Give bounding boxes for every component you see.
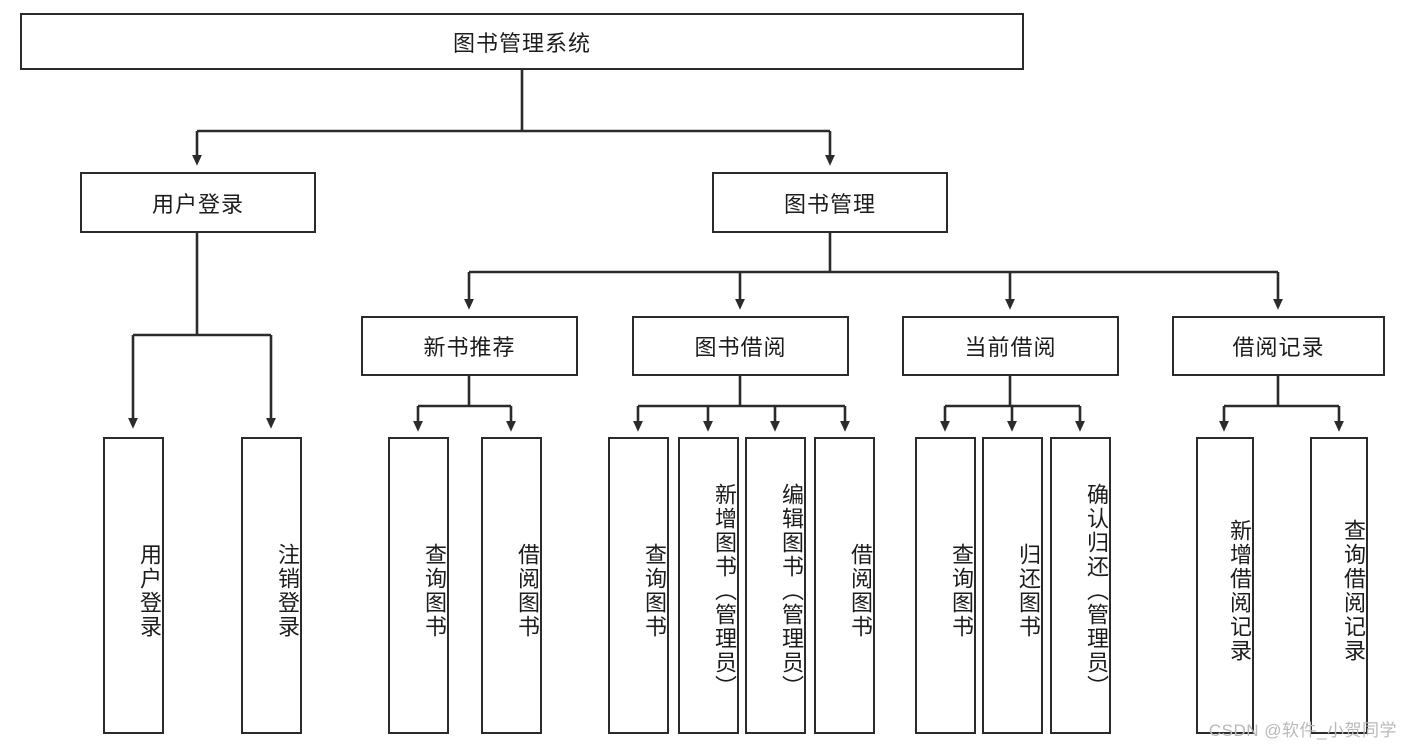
node-borrow-record-label: 借阅记录 (1232, 335, 1325, 360)
leaf-borrow-borrow-book[interactable]: 借阅图书 (814, 437, 875, 734)
leaf-record-query-label: 查询借阅记录 (1341, 518, 1366, 663)
node-borrow-record[interactable]: 借阅记录 (1172, 316, 1385, 376)
node-book-borrow-label: 图书借阅 (694, 335, 787, 360)
leaf-current-confirm-return-label: 确认归还（管理员） (1084, 482, 1109, 699)
leaf-newbook-borrow-book-label: 借阅图书 (515, 542, 540, 639)
leaf-current-confirm-return[interactable]: 确认归还（管理员） (1050, 437, 1111, 734)
leaf-borrow-add-book[interactable]: 新增图书（管理员） (678, 437, 739, 734)
leaf-current-return-book[interactable]: 归还图书 (982, 437, 1043, 734)
leaf-user-login-label: 用户登录 (137, 542, 162, 639)
leaf-borrow-query-book[interactable]: 查询图书 (608, 437, 669, 734)
leaf-borrow-borrow-book-label: 借阅图书 (848, 542, 873, 639)
leaf-borrow-add-book-label: 新增图书（管理员） (712, 482, 737, 699)
leaf-logout-label: 注销登录 (275, 542, 300, 639)
node-user-login[interactable]: 用户登录 (80, 172, 316, 233)
node-book-management[interactable]: 图书管理 (712, 172, 948, 233)
leaf-current-query-book[interactable]: 查询图书 (915, 437, 976, 734)
leaf-current-query-book-label: 查询图书 (949, 542, 974, 639)
node-book-borrow[interactable]: 图书借阅 (632, 316, 849, 376)
node-new-book-recommend-label: 新书推荐 (423, 335, 516, 360)
leaf-logout[interactable]: 注销登录 (241, 437, 302, 734)
node-user-login-label: 用户登录 (151, 191, 244, 217)
leaf-newbook-query-book[interactable]: 查询图书 (388, 437, 449, 734)
leaf-current-return-book-label: 归还图书 (1016, 542, 1041, 639)
watermark: CSDN @软件_小贺同学 (1208, 721, 1397, 740)
leaf-borrow-edit-book-label: 编辑图书（管理员） (779, 482, 804, 699)
leaf-borrow-query-book-label: 查询图书 (642, 542, 667, 639)
node-new-book-recommend[interactable]: 新书推荐 (361, 316, 578, 376)
node-current-borrow-label: 当前借阅 (964, 335, 1057, 360)
leaf-borrow-edit-book[interactable]: 编辑图书（管理员） (745, 437, 806, 734)
leaf-record-add[interactable]: 新增借阅记录 (1196, 437, 1254, 734)
leaf-record-add-label: 新增借阅记录 (1227, 518, 1252, 663)
node-root-label: 图书管理系统 (452, 30, 591, 56)
leaf-record-query[interactable]: 查询借阅记录 (1310, 437, 1368, 734)
leaf-user-login[interactable]: 用户登录 (103, 437, 164, 734)
node-book-management-label: 图书管理 (783, 191, 876, 217)
node-current-borrow[interactable]: 当前借阅 (902, 316, 1119, 376)
leaf-newbook-borrow-book[interactable]: 借阅图书 (481, 437, 542, 734)
node-root[interactable]: 图书管理系统 (20, 13, 1024, 70)
leaf-newbook-query-book-label: 查询图书 (422, 542, 447, 639)
